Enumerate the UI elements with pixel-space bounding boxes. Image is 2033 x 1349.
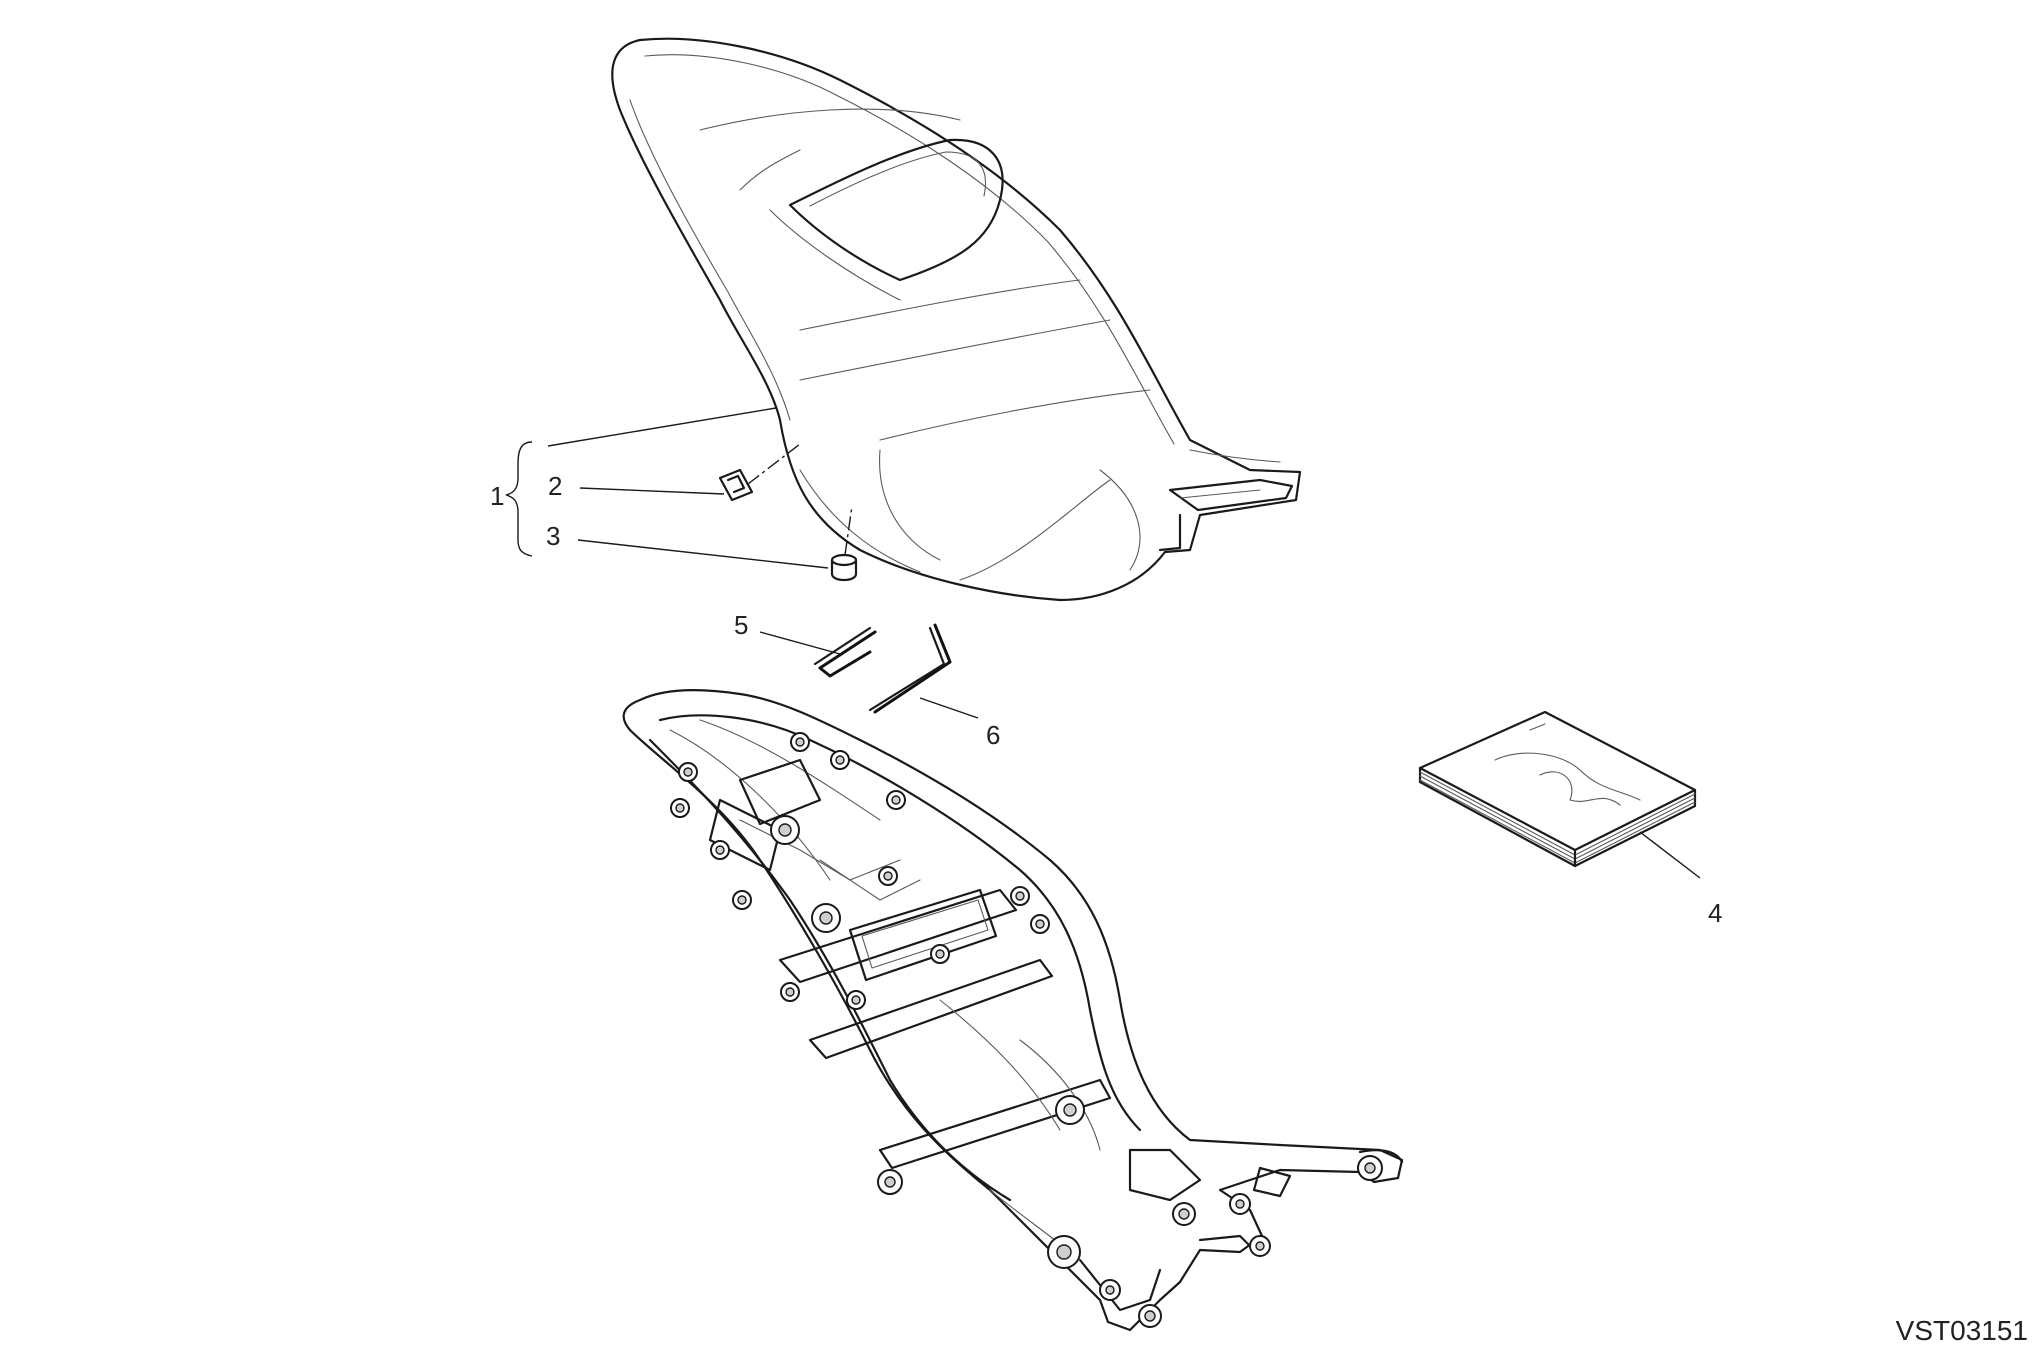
diagram-reference-code: VST03151	[1896, 1315, 2028, 1346]
leader-2	[579, 487, 725, 495]
leader-3	[577, 539, 829, 569]
leader-1	[547, 407, 777, 447]
callout-2: 2	[548, 471, 562, 501]
part-3-buffer	[830, 553, 858, 582]
callout-4: 4	[1708, 898, 1722, 928]
leader-lines	[505, 407, 1701, 879]
callout-6: 6	[986, 720, 1000, 750]
callout-3: 3	[546, 521, 560, 551]
seat-assembly	[611, 37, 1302, 602]
callout-5: 5	[734, 610, 748, 640]
leader-5	[759, 631, 841, 655]
part-2-clip	[718, 468, 754, 502]
part-6-hex-key	[868, 623, 952, 714]
bracket-1	[505, 441, 533, 557]
axis-buffer	[844, 505, 853, 556]
part-4-manual	[1418, 710, 1697, 868]
part-5-hex-key	[813, 626, 877, 678]
rear-subframe	[622, 689, 1404, 1332]
callout-1: 1	[490, 481, 504, 511]
leader-6	[919, 697, 979, 719]
leader-4	[1639, 831, 1701, 879]
axis-clip	[747, 443, 801, 485]
